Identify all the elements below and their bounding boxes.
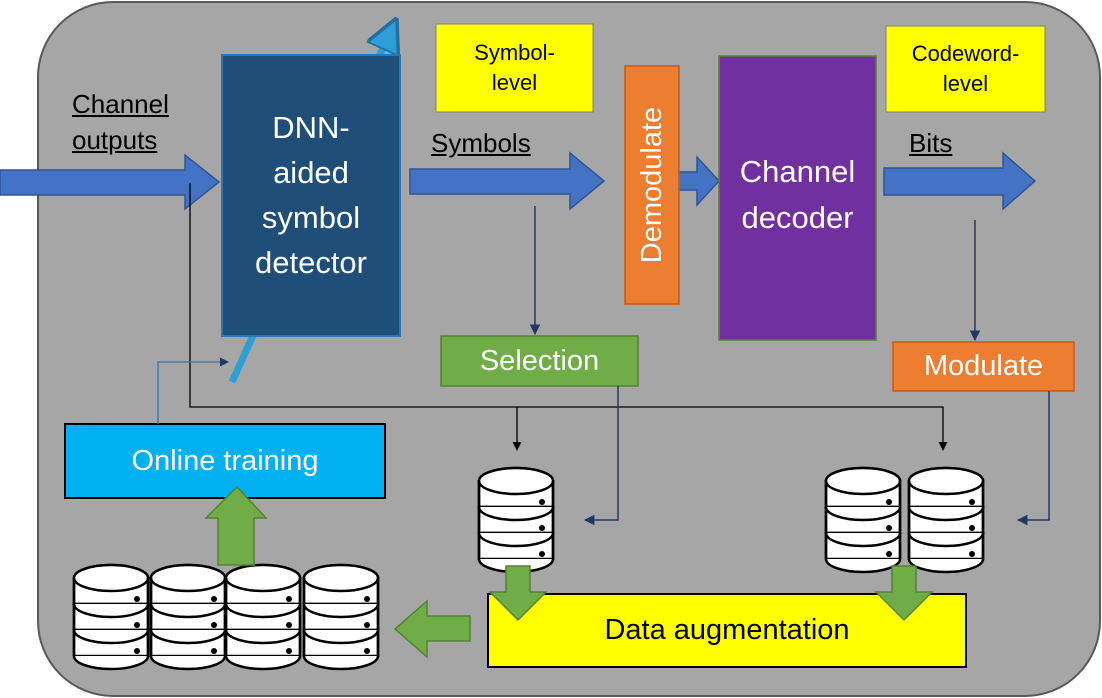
db-to-augmentation-arrow-icon <box>488 565 548 622</box>
channel-output-tap-connector <box>189 183 522 451</box>
training-to-detector-connector <box>157 357 229 424</box>
demodulate-block <box>624 65 680 305</box>
channel-decoder-line-2: decoder <box>741 200 854 235</box>
codeword-level-line-2: level <box>942 71 989 96</box>
modulate-text: Modulate <box>893 342 1074 391</box>
symbol-level-line-1: Symbol- <box>474 40 555 65</box>
augmentation-to-pool-arrow-icon <box>393 599 471 659</box>
channel-outputs-line-1: Channel <box>72 89 169 119</box>
database-icon <box>477 466 555 574</box>
detector-line-1: DNN- <box>272 110 350 145</box>
database-icon <box>302 563 380 671</box>
demodulate-text: Demodulate <box>635 66 668 304</box>
data-augmentation-text: Data augmentation <box>488 594 966 667</box>
codeword-level-note <box>885 25 1046 113</box>
data-augmentation-label: Data augmentation <box>604 614 850 646</box>
detector-block <box>221 54 401 337</box>
selection-text: Selection <box>441 336 638 386</box>
channel-decoder-line-1: Channel <box>739 154 856 189</box>
db-to-augmentation-arrow-icon-2 <box>874 565 934 622</box>
database-icon <box>907 466 985 574</box>
detector-text: DNN- aided symbol detector <box>222 100 400 290</box>
detector-line-2: aided <box>273 155 349 190</box>
modulate-to-db-connector <box>1016 391 1050 526</box>
symbol-level-note <box>435 23 594 113</box>
symbols-flow-arrow-icon <box>409 151 606 211</box>
modulate-label: Modulate <box>923 350 1044 382</box>
bits-flow-arrow-icon <box>883 151 1037 211</box>
database-icon <box>72 563 150 671</box>
selection-label: Selection <box>479 344 600 377</box>
input-flow-arrow-icon <box>0 153 221 211</box>
symbol-level-text: Symbol- level <box>436 24 593 112</box>
channel-output-tap-connector-2 <box>517 406 948 451</box>
channel-decoder-text: Channel decoder <box>719 140 876 250</box>
selection-block <box>440 335 639 387</box>
database-icon <box>149 563 227 671</box>
database-icon <box>224 563 302 671</box>
database-icon <box>824 466 902 574</box>
symbols-label: Symbols <box>431 128 531 158</box>
online-training-block <box>64 423 386 499</box>
demodulate-label: Demodulate <box>635 106 668 264</box>
channel-decoder-block <box>718 55 877 341</box>
online-training-label: Online training <box>131 444 319 477</box>
codeword-level-text: Codeword- level <box>886 26 1045 112</box>
detector-line-4: detector <box>254 245 367 280</box>
modulate-block <box>892 341 1075 392</box>
selection-to-db-connector <box>583 386 619 526</box>
online-training-text: Online training <box>65 424 385 498</box>
symbol-level-line-2: level <box>491 70 538 95</box>
pool-to-training-arrow-icon <box>204 485 268 566</box>
channel-outputs-label: Channel outputs <box>72 86 169 158</box>
bits-label: Bits <box>909 128 953 158</box>
detector-line-3: symbol <box>261 200 361 235</box>
data-augmentation-block <box>487 593 967 668</box>
codeword-level-line-1: Codeword- <box>911 41 1020 66</box>
channel-outputs-line-2: outputs <box>72 125 158 155</box>
